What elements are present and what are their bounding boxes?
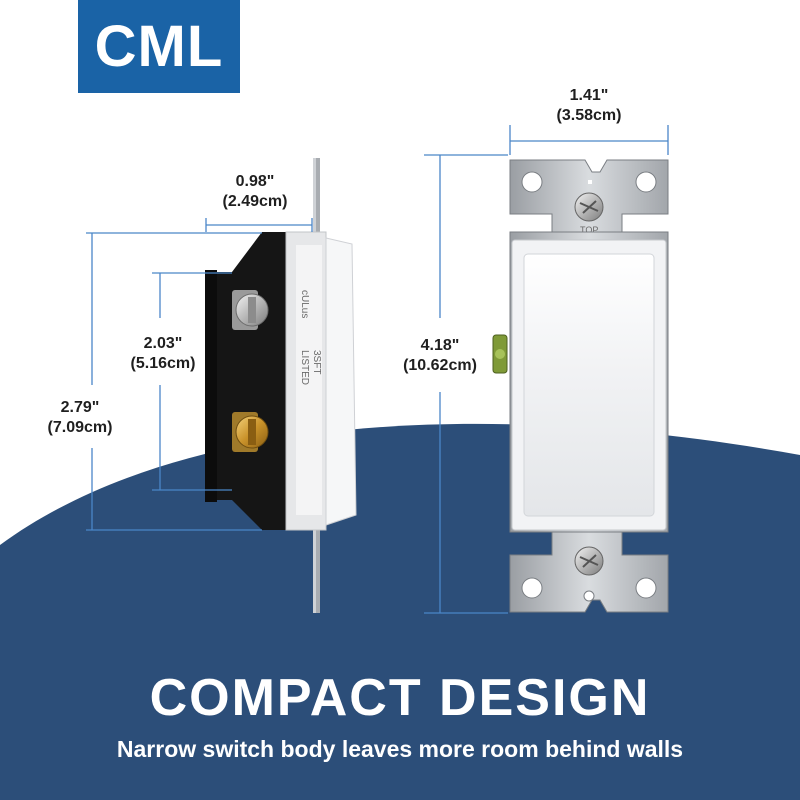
- side-dimension-lines: [86, 218, 313, 531]
- body-height-inches: 2.03": [143, 335, 183, 352]
- plate-width-cm: (3.58cm): [556, 107, 622, 124]
- side-cert-mark: cULus: [299, 290, 310, 318]
- brand-logo-text: CML: [94, 14, 224, 79]
- depth-inches: 0.98": [235, 173, 275, 190]
- body-height-cm: (5.16cm): [130, 355, 196, 372]
- brand-logo: CML: [78, 0, 240, 93]
- overall-side-height-inches: 2.79": [60, 399, 100, 416]
- overall-side-height-cm: (7.09cm): [47, 419, 113, 436]
- side-view-switch: cULus LISTED 3SFT: [205, 158, 357, 613]
- plate-width-inches: 1.41": [569, 87, 609, 104]
- depth-cm: (2.49cm): [222, 193, 288, 210]
- plate-width-dimension-label: 1.41" (3.58cm): [534, 86, 644, 126]
- side-listed-mark: LISTED: [299, 350, 310, 385]
- depth-dimension-label: 0.98" (2.49cm): [200, 172, 310, 212]
- headline: COMPACT DESIGN: [149, 669, 651, 727]
- strap-height-inches: 4.18": [420, 337, 460, 354]
- side-code-mark: 3SFT: [311, 350, 322, 374]
- top-mark: TOP: [580, 225, 598, 235]
- tagline: Narrow switch body leaves more room behi…: [116, 736, 684, 762]
- front-view-switch: TOP: [492, 159, 669, 613]
- overall-side-height-dimension-label: 2.79" (7.09cm): [28, 398, 132, 438]
- body-height-dimension-label: 2.03" (5.16cm): [108, 334, 218, 374]
- strap-height-dimension-label: 4.18" (10.62cm): [384, 336, 496, 376]
- strap-height-cm: (10.62cm): [403, 357, 477, 374]
- front-dimension-lines: [424, 125, 669, 614]
